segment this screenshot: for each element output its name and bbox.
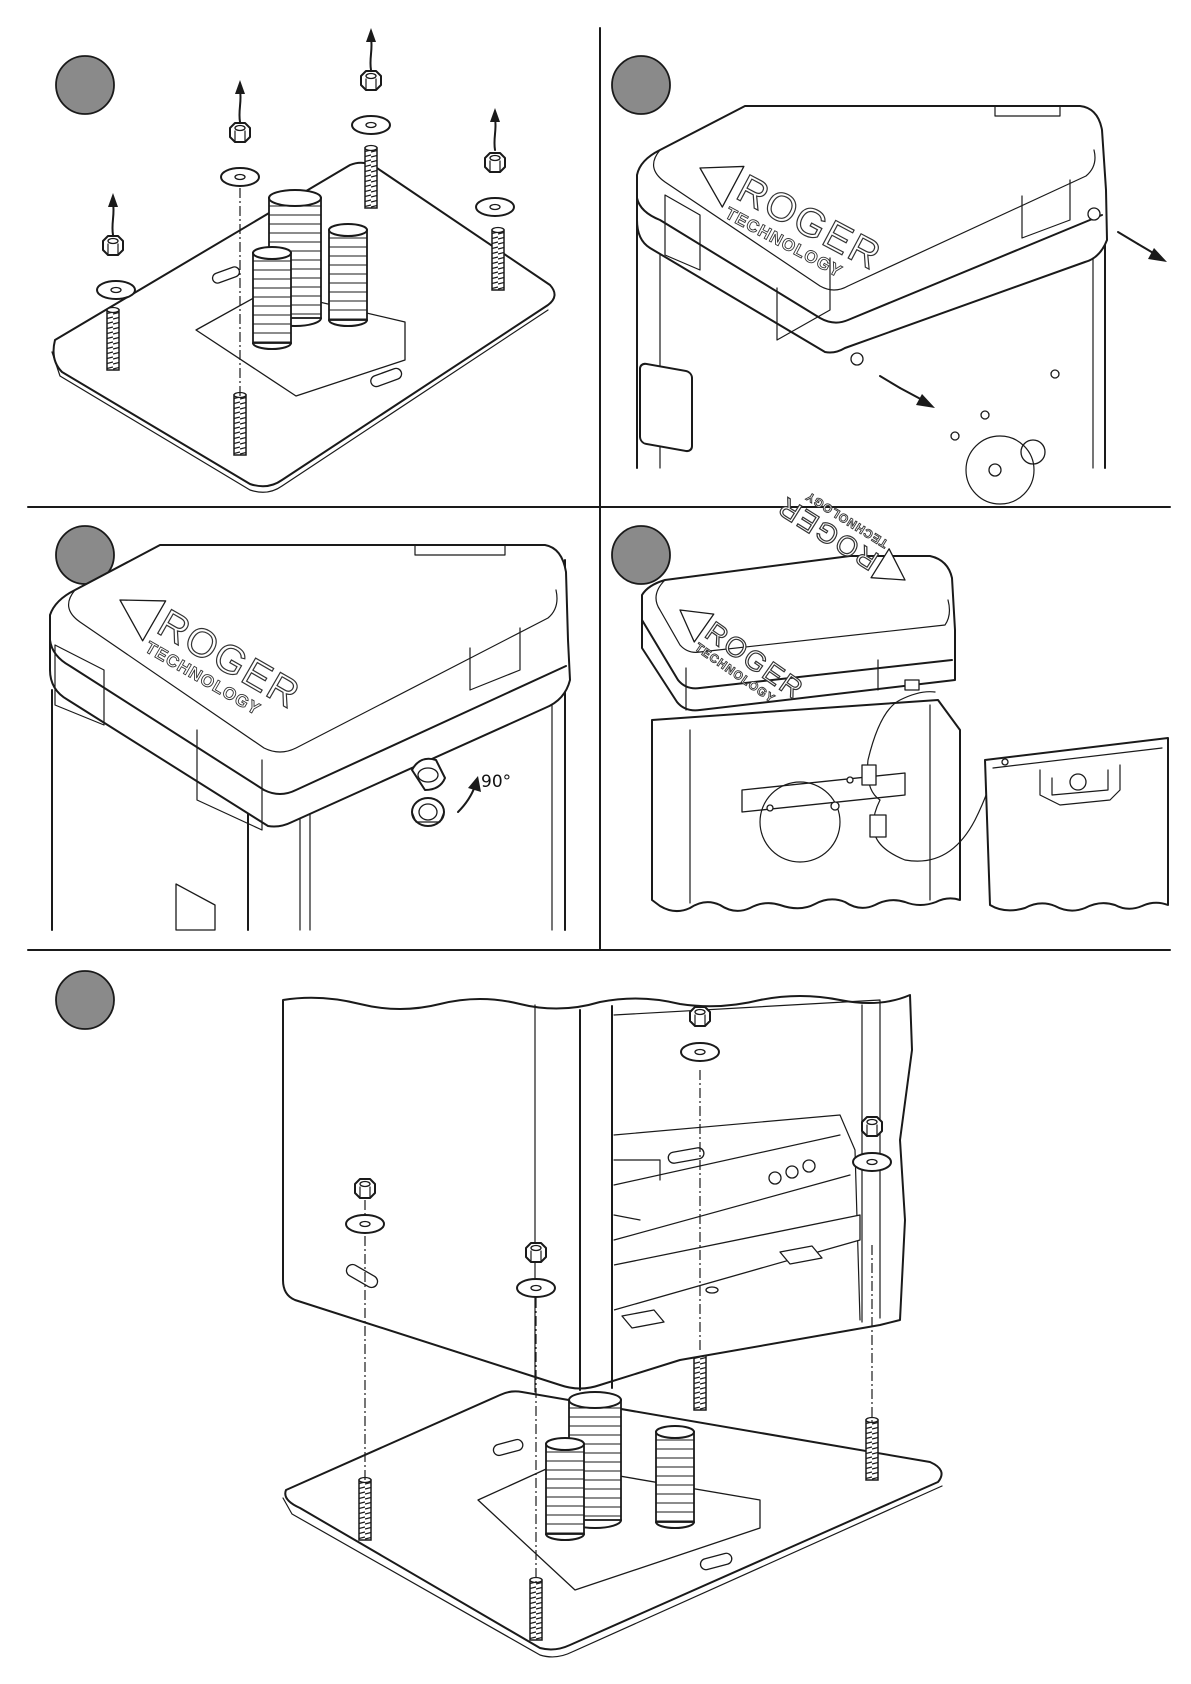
screw-hole-icon: [1088, 208, 1100, 220]
panel-1-remove-nuts: [52, 28, 555, 492]
step-badge-icon: [56, 971, 114, 1029]
rotate-arrow-icon: [458, 776, 481, 812]
lock-cylinder-icon: [412, 759, 445, 826]
screw-icon: [1118, 232, 1167, 262]
panel-4-disconnect-cover: ROGER TECHNOLOGY ROGER TECHNOLOGY: [612, 479, 1168, 911]
gate-cover-lid: [637, 106, 1107, 353]
panel-2-remove-cover-screws: ROGER TECHNOLOGY: [612, 56, 1167, 504]
step-badge-icon: [612, 56, 670, 114]
screw-hole-icon: [851, 353, 863, 365]
connector-plug-icon: [862, 765, 876, 785]
rotation-angle-label: 90°: [481, 772, 511, 792]
step-badge-icon: [56, 56, 114, 114]
panel-5-mount-body-on-plate: [56, 971, 942, 1657]
screw-icon: [880, 376, 935, 408]
connector-socket-icon: [870, 815, 886, 837]
step-badge-icon: [612, 526, 670, 584]
panel-3-unlock: ROGER TECHNOLOGY 90°: [50, 526, 570, 930]
